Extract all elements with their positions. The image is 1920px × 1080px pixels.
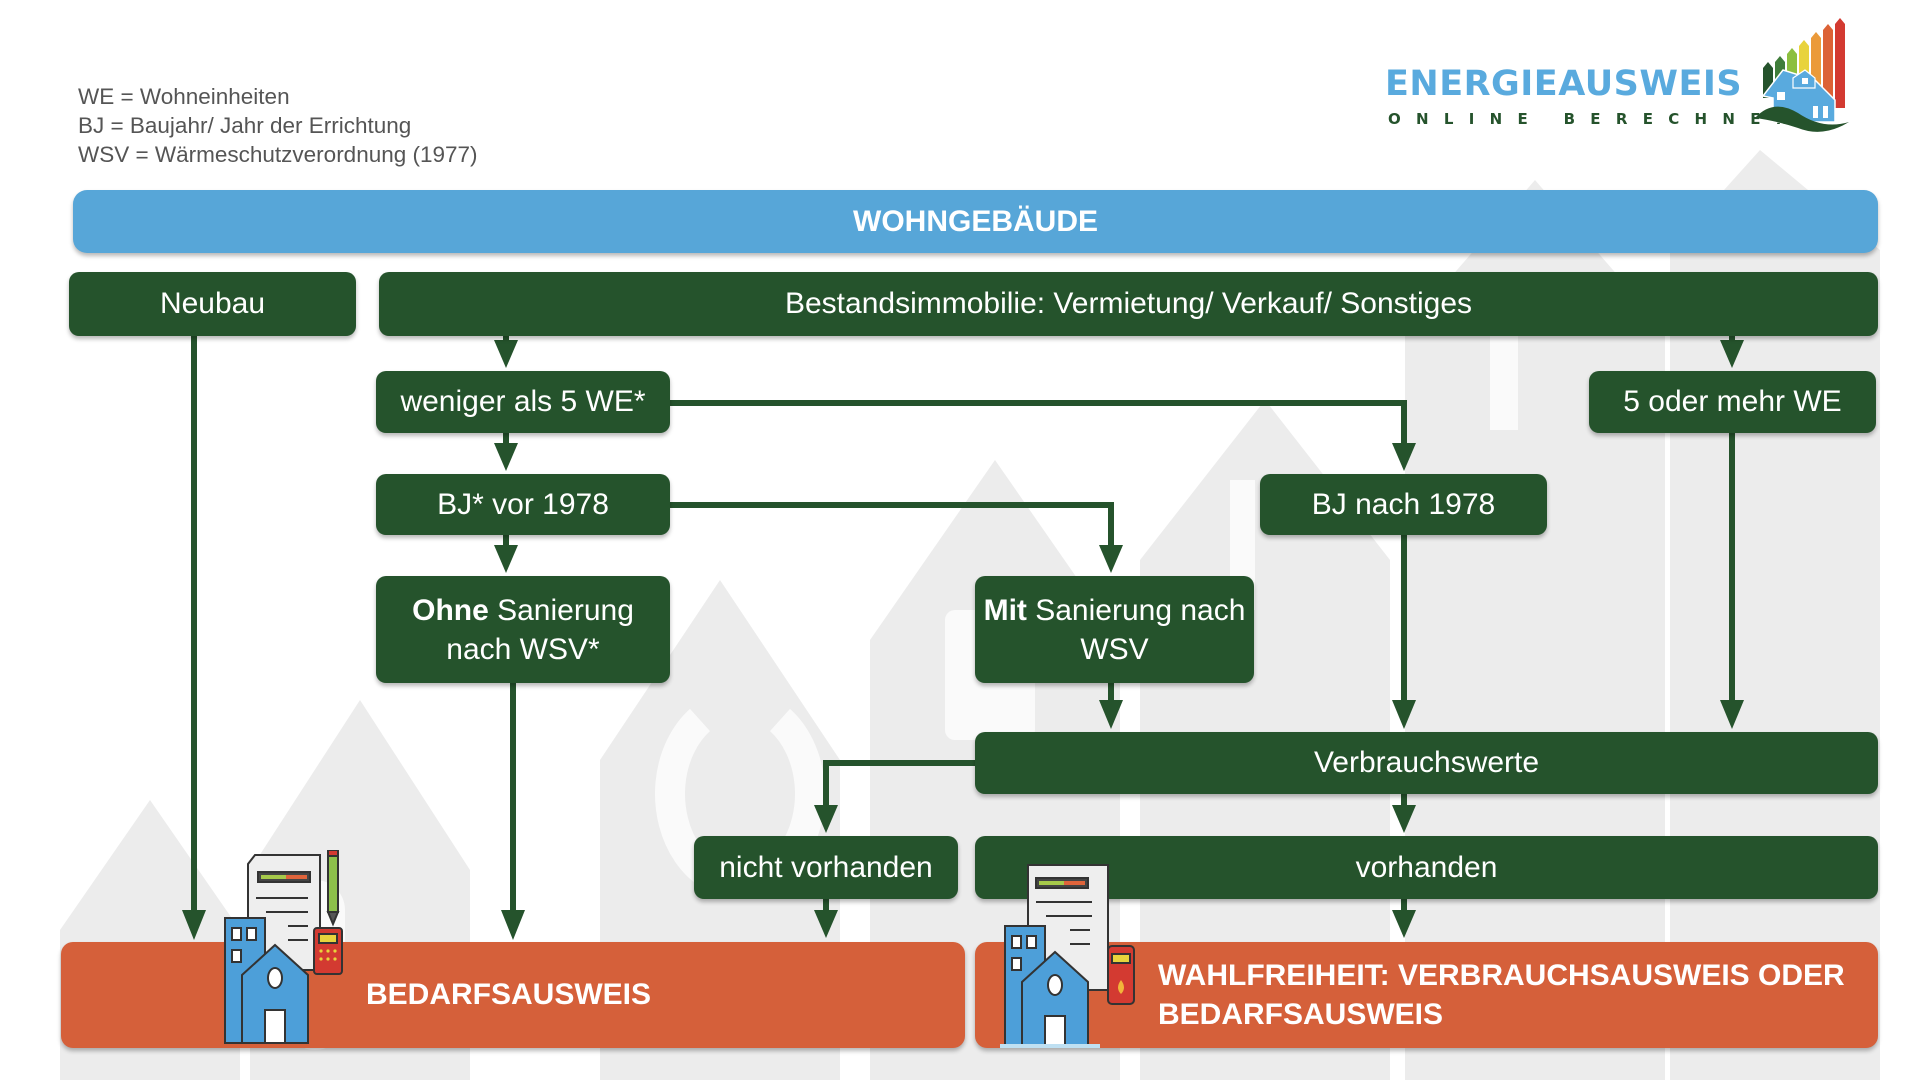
node-neubau[interactable]: Neubau xyxy=(69,272,356,336)
node-mit-sanierung[interactable]: Mit Sanierung nach WSV xyxy=(975,576,1254,683)
legend-item-we: WE = Wohneinheiten xyxy=(78,84,290,109)
arrowhead xyxy=(1099,700,1123,729)
node-mit-line2: WSV xyxy=(1080,632,1149,666)
logo-title: ENERGIEAUSWEIS xyxy=(1385,64,1743,104)
node-bestandsimmobilie[interactable]: Bestandsimmobilie: Vermietung/ Verkauf/ … xyxy=(379,272,1878,336)
node-bj-nach-label: BJ nach 1978 xyxy=(1311,487,1496,521)
result-wahlfreiheit-text: WAHLFREIHEIT: VERBRAUCHSAUSWEIS ODER BED… xyxy=(1158,956,1845,1034)
arrowhead xyxy=(814,805,838,833)
result-wahlfreiheit-line1: WAHLFREIHEIT: VERBRAUCHSAUSWEIS ODER xyxy=(1158,959,1845,992)
node-bj-vor-1978[interactable]: BJ* vor 1978 xyxy=(376,474,670,535)
logo-subtitle: ONLINE BERECHNEN xyxy=(1388,110,1804,128)
node-mit-rest: Sanierung nach xyxy=(1026,593,1246,627)
building-certificate-heater-icon xyxy=(1000,864,1135,1048)
node-vorhanden[interactable]: vorhanden xyxy=(975,836,1878,899)
node-vorhanden-label: vorhanden xyxy=(1355,850,1498,884)
arrowhead xyxy=(494,443,518,471)
arrowhead xyxy=(501,910,525,940)
node-mit-text: Mit Sanierung nach WSV xyxy=(984,591,1246,669)
node-mit-bold: Mit xyxy=(983,593,1027,627)
arrowhead xyxy=(1392,443,1416,471)
connector-weniger-to-bjnach xyxy=(670,400,1407,446)
node-5-oder-mehr-we[interactable]: 5 oder mehr WE xyxy=(1589,371,1876,433)
header-wohngebaeude: WOHNGEBÄUDE xyxy=(73,190,1878,253)
node-ohne-bold: Ohne xyxy=(412,593,489,627)
arrowhead xyxy=(814,910,838,938)
node-ohne-text: Ohne Sanierung nach WSV* xyxy=(412,591,634,669)
legend-item-bj: BJ = Baujahr/ Jahr der Errichtung xyxy=(78,113,412,138)
arrowhead xyxy=(494,545,518,573)
result-bedarfsausweis-label: BEDARFSAUSWEIS xyxy=(366,978,652,1011)
node-verbrauchswerte-label: Verbrauchswerte xyxy=(1313,746,1540,779)
leaf-icon xyxy=(1755,106,1849,132)
node-verbrauchswerte[interactable]: Verbrauchswerte xyxy=(975,732,1878,794)
arrowhead xyxy=(494,340,518,368)
arrowhead xyxy=(1720,700,1744,729)
energieausweis-logo[interactable]: ENERGIEAUSWEIS ONLINE BERECHNEN xyxy=(1385,18,1855,138)
abbreviation-legend: WE = Wohneinheiten BJ = Baujahr/ Jahr de… xyxy=(78,82,478,169)
node-ohne-sanierung[interactable]: Ohne Sanierung nach WSV* xyxy=(376,576,670,683)
connector-verbrauch-to-nicht xyxy=(823,760,975,810)
node-bj-vor-label: BJ* vor 1978 xyxy=(437,487,609,521)
node-nicht-vorhanden[interactable]: nicht vorhanden xyxy=(694,836,958,899)
building-certificate-calculator-icon xyxy=(224,850,343,1044)
result-bedarfsausweis[interactable]: BEDARFSAUSWEIS xyxy=(61,942,965,1048)
node-weniger-label: weniger als 5 WE* xyxy=(400,385,646,418)
arrowhead xyxy=(1392,805,1416,833)
node-bestandsimmobilie-label: Bestandsimmobilie: Vermietung/ Verkauf/ … xyxy=(784,287,1473,320)
legend-item-wsv: WSV = Wärmeschutzverordnung (1977) xyxy=(78,142,478,167)
arrowhead xyxy=(1099,545,1123,573)
arrowhead xyxy=(182,910,206,940)
house-energy-label-icon xyxy=(1755,18,1849,132)
result-wahlfreiheit-line2: BEDARFSAUSWEIS xyxy=(1158,998,1444,1031)
node-nicht-vorhanden-label: nicht vorhanden xyxy=(719,850,933,884)
arrowhead xyxy=(1392,700,1416,729)
node-mehr-label: 5 oder mehr WE xyxy=(1623,385,1842,418)
node-ohne-rest: Sanierung xyxy=(488,593,634,627)
arrowhead xyxy=(1720,340,1744,368)
arrowhead xyxy=(1392,910,1416,938)
header-title: WOHNGEBÄUDE xyxy=(853,204,1098,238)
node-ohne-line2: nach WSV* xyxy=(446,632,600,666)
node-bj-nach-1978[interactable]: BJ nach 1978 xyxy=(1260,474,1547,535)
node-neubau-label: Neubau xyxy=(159,287,266,320)
connector-bjvor-to-mit xyxy=(670,502,1114,548)
node-weniger-als-5-we[interactable]: weniger als 5 WE* xyxy=(376,371,670,433)
